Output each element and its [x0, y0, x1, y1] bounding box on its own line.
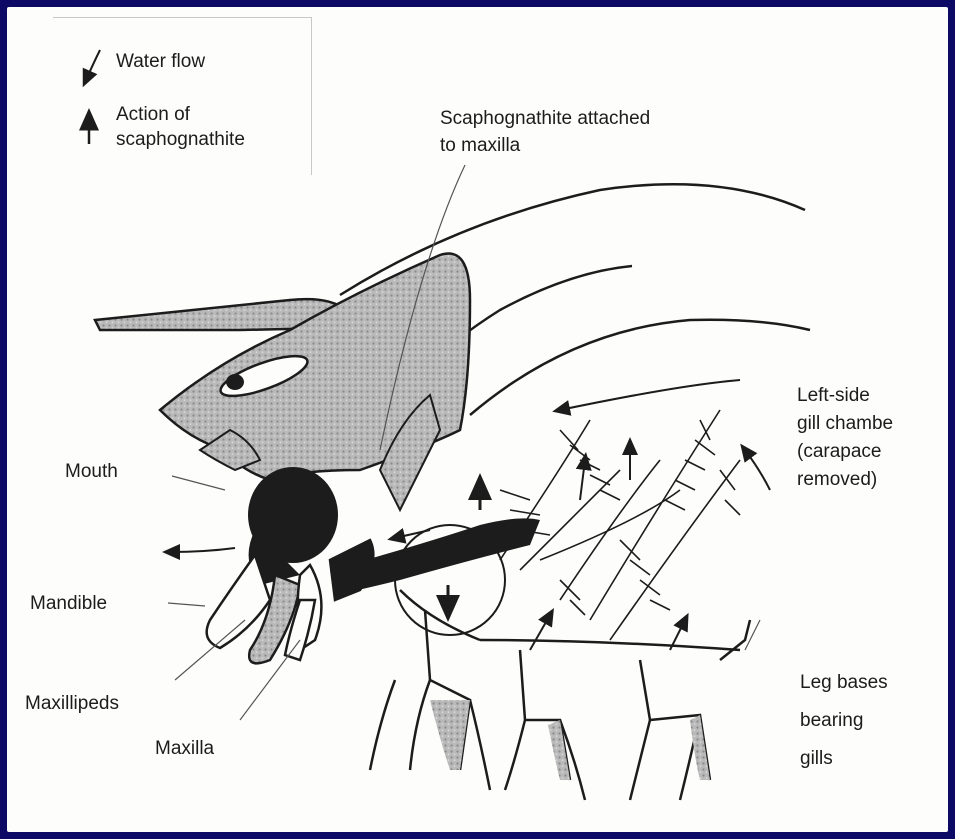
label-gill-line3: (carapace	[797, 438, 882, 465]
flow-arrow-mouth-icon	[170, 548, 235, 552]
flow-arrow-right-icon	[745, 450, 770, 490]
label-gill-line4: removed)	[797, 466, 877, 493]
label-legs-line1: Leg bases	[800, 669, 888, 696]
label-mouth: Mouth	[65, 458, 118, 485]
legend-box: Water flow Action of scaphognathite	[53, 17, 312, 175]
legend-action-line1: Action of	[116, 102, 190, 127]
legend-water-flow: Water flow	[116, 49, 205, 74]
label-legs-line2: bearing	[800, 707, 863, 734]
label-gill-line2: gill chambe	[797, 410, 893, 437]
label-gill-line1: Left-side	[797, 382, 870, 409]
label-maxilla: Maxilla	[155, 735, 214, 762]
legend-action-line2: scaphognathite	[116, 127, 245, 152]
flow-arrow-top-icon	[560, 380, 740, 410]
label-maxillipeds: Maxillipeds	[25, 690, 119, 717]
label-legs-line3: gills	[800, 745, 833, 772]
flow-arrow-mid2-icon	[580, 460, 585, 500]
label-scaphognathite-line2: to maxilla	[440, 132, 520, 159]
flow-arrow-bottom1-icon	[530, 615, 550, 650]
label-mandible: Mandible	[30, 590, 107, 617]
label-scaphognathite-line1: Scaphognathite attached	[440, 105, 650, 132]
